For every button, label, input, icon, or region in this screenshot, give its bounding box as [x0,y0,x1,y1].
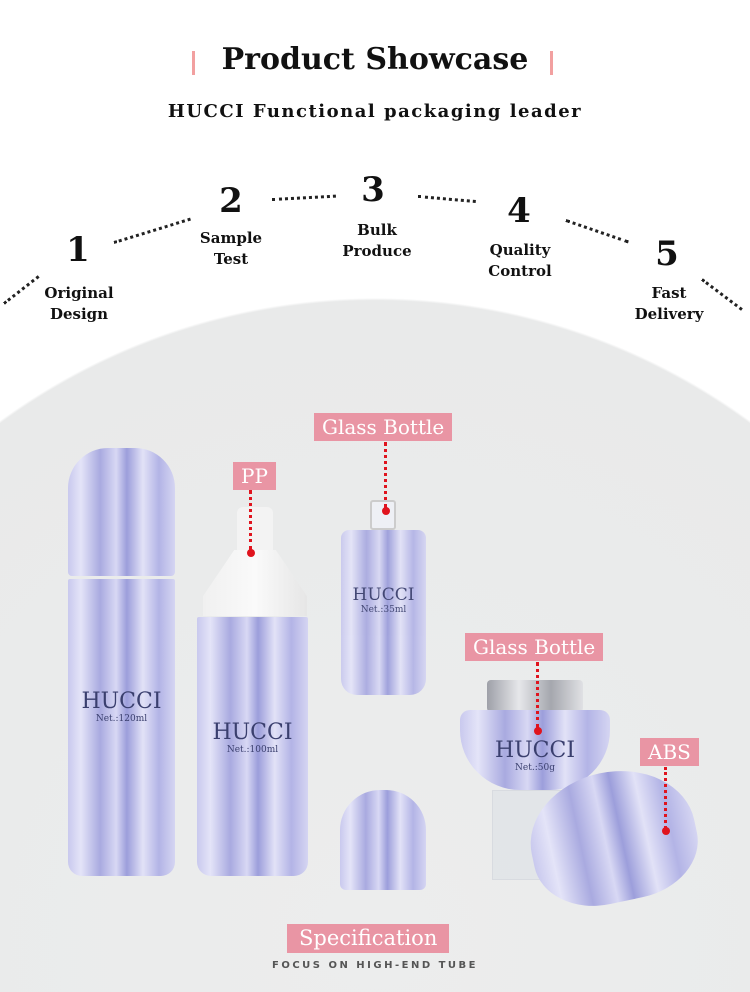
step-number: 2 [219,181,243,221]
tall-bottle-cap [68,448,175,576]
brand-label: HUCCI [212,720,293,745]
tag-abs: ABS [640,738,699,766]
pointer-line [249,490,252,550]
pointer-line [536,662,539,728]
net-volume: Net.:120ml [95,714,148,724]
tall-bottle: HUCCI Net.:120ml [68,579,175,876]
step-number: 4 [507,191,531,231]
pointer-dot [247,549,255,557]
pointer-line [664,767,667,829]
glass-neck [370,500,396,530]
tag-pp: PP [233,462,276,490]
step-number: 1 [66,230,90,270]
net-volume: Net.:100ml [226,745,279,755]
glass-bottle: HUCCI Net.:35ml [341,530,426,695]
pointer-dot [382,507,390,515]
title-bar-left [192,51,195,75]
pump-nozzle [237,507,273,557]
specification-heading: Specification [287,924,450,953]
brand-label: HUCCI [81,689,162,714]
pointer-dot [534,727,542,735]
dome-cap [340,790,426,890]
tag-glass-bottle: Glass Bottle [314,413,453,441]
brand-label: HUCCI [494,738,576,763]
step-number: 5 [655,234,679,274]
step-number: 3 [361,170,385,210]
brand-label: HUCCI [352,585,415,605]
title-bar-right [550,51,553,75]
net-volume: Net.:50g [515,763,555,773]
connector [417,195,476,204]
page-title: Product Showcase [221,42,529,77]
net-volume: Net.:35ml [360,605,407,615]
pointer-line [384,442,387,508]
lotion-bottle: HUCCI Net.:100ml [197,617,308,876]
pointer-dot [662,827,670,835]
connector [271,194,336,201]
page-subtitle: HUCCI Functional packaging leader [167,101,583,122]
tag-glass-bottle-jar: Glass Bottle [465,633,604,661]
tagline: FOCUS ON HIGH-END TUBE [271,960,479,971]
jar-lid [487,680,583,712]
